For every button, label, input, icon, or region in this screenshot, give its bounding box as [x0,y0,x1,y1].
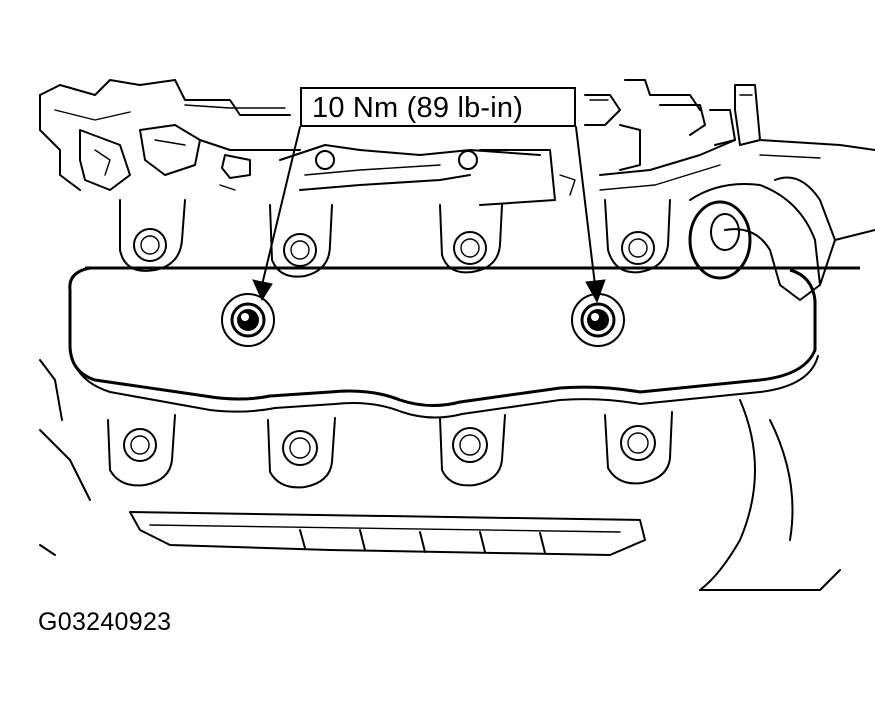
bolt-left [221,293,275,347]
figure-id: G03240923 [38,608,172,636]
upper-engine-components [39,79,875,301]
torque-spec-label: 10 Nm (89 lb-in) [312,92,524,124]
lower-rail [39,359,841,591]
callout-arrow-left [252,126,301,302]
lower-bolt-bosses [107,411,673,489]
upper-bolt-bosses [119,199,671,278]
bolt-right [571,293,625,347]
torque-callout-box [300,87,576,127]
callout-arrow-right [575,126,606,304]
valve-cover [68,266,860,419]
